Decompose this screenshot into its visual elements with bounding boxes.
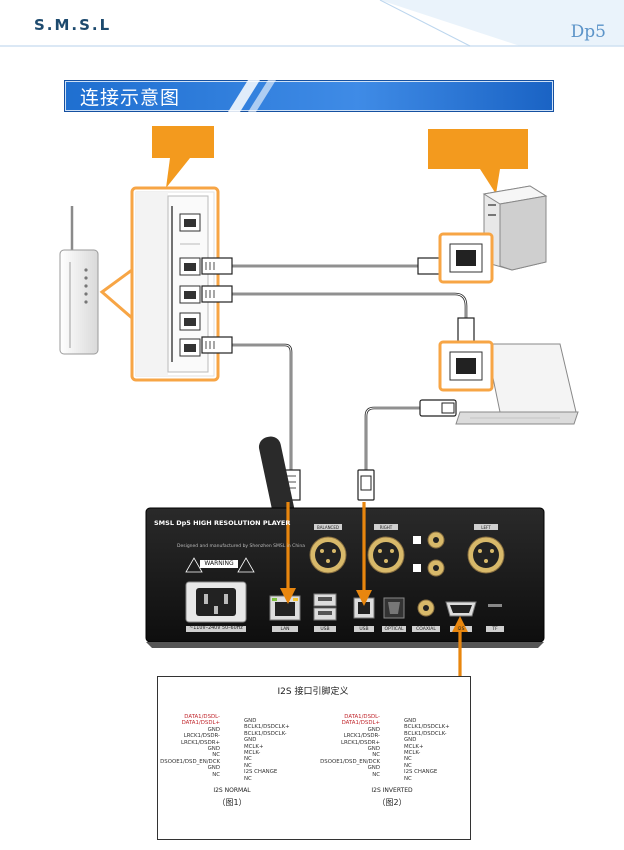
- power-label: ~110V–240V 50–60Hz: [189, 626, 243, 631]
- pin-label: BCLK1/DSDCLK+: [244, 724, 290, 731]
- pin-label: LRCK1/DSDR+: [340, 739, 380, 746]
- pin-label: DATA1/DSDL-: [344, 714, 380, 720]
- tf-port-label: TF: [492, 627, 498, 632]
- pin-label: NC: [244, 775, 252, 782]
- right-label: RIGHT: [379, 525, 393, 530]
- pin-label: NC: [372, 771, 380, 778]
- pin-label: NC: [404, 775, 412, 782]
- pin-label: GND: [207, 746, 220, 753]
- pin-label: GND: [207, 726, 220, 733]
- normal-left-pins: DATA1/DSDL- DATA1/DSDL+ GND LRCK1/DSDR- …: [150, 714, 220, 778]
- section-title: 连接示意图: [80, 87, 181, 109]
- dp5-rear-panel: [145, 507, 545, 648]
- pin-label: MCLK+: [404, 743, 424, 750]
- pin-label: DSOOE1/DSD_EN/DCK: [320, 758, 380, 765]
- computer-lan-port-detail: [438, 232, 494, 284]
- pin-label: DATA1/DSDL-: [184, 714, 220, 720]
- section-title-bar: [64, 80, 554, 112]
- normal-right-pins: GND BCLK1/DSDCLK+ BCLK1/DSDCLK- GND MCLK…: [244, 718, 314, 782]
- optical-port-label: OPTICAL: [384, 627, 404, 632]
- header-bar: [0, 0, 624, 60]
- laptop-icon: [455, 343, 579, 425]
- pin-label: GND: [404, 718, 417, 724]
- pin-label: NC: [372, 752, 380, 759]
- router-callout: [152, 126, 214, 188]
- i2s-port-label: I2S: [457, 627, 465, 632]
- pin-label: DSOOE1/DSD_EN/DCK: [160, 758, 220, 765]
- pin-label: NC: [212, 752, 220, 759]
- pin-label: I2S CHANGE: [244, 769, 278, 776]
- pin-label: GND: [404, 737, 417, 744]
- pin-label: GND: [244, 737, 257, 744]
- router-ports-detail: [99, 186, 220, 382]
- pin-label: NC: [212, 771, 220, 778]
- pin-label: I2S CHANGE: [404, 769, 438, 776]
- pin-label: LRCK1/DSDR-: [183, 733, 220, 740]
- figure-1-label: （图1）: [217, 798, 247, 807]
- computer-callout: [428, 129, 528, 194]
- pin-label: GND: [207, 765, 220, 772]
- wifi-antenna-icon: [258, 436, 296, 526]
- pin-label: DATA1/DSDL+: [341, 720, 380, 727]
- pin-label: BCLK1/DSDCLK+: [404, 724, 450, 731]
- pin-label: GND: [244, 718, 257, 724]
- model-name: Dp5: [570, 22, 606, 42]
- laptop-lan-port-detail: [438, 340, 494, 392]
- normal-caption: I2S NORMAL: [213, 787, 251, 794]
- inverted-caption: I2S INVERTED: [371, 787, 413, 794]
- usb-b-port-label: USB: [359, 627, 369, 632]
- pin-label: BCLK1/DSDCLK-: [404, 730, 447, 737]
- usb-b-plug-icon: [357, 469, 375, 501]
- balanced-label: BALANCED: [317, 525, 339, 530]
- brand-logo: S.M.S.L: [34, 16, 112, 34]
- device-made-by: Designed and manufactured by Shenzhen SM…: [177, 544, 306, 549]
- usb-a-plug-icon: [419, 399, 457, 417]
- pin-label: MCLK+: [244, 743, 264, 750]
- inverted-left-pins: DATA1/DSDL- DATA1/DSDL+ GND LRCK1/DSDR- …: [310, 714, 380, 778]
- pin-label: BCLK1/DSDCLK-: [244, 730, 287, 737]
- device-panel-title: SMSL Dp5 HIGH RESOLUTION PLAYER: [154, 519, 291, 527]
- device-warning-label: WARNING: [204, 560, 234, 567]
- pin-label: DATA1/DSDL+: [181, 720, 220, 727]
- coaxial-port-label: COAXIAL: [416, 627, 436, 632]
- header-decoration: [0, 0, 624, 47]
- pinout-title: I2S 接口引脚定义: [277, 687, 349, 697]
- pin-label: LRCK1/DSDR-: [343, 733, 380, 740]
- section-stripe-decoration: [228, 80, 276, 112]
- figure-2-label: （图2）: [377, 798, 407, 807]
- pin-label: MCLK-: [404, 750, 421, 757]
- pin-label: NC: [244, 762, 252, 769]
- pin-label: NC: [244, 756, 252, 763]
- desktop-computer-icon: [482, 185, 548, 271]
- i2s-pinout-panel: [157, 676, 471, 840]
- left-label: LEFT: [481, 525, 491, 530]
- usb-a-port-label: USB: [320, 627, 330, 632]
- lan-port-label: LAN: [280, 627, 290, 632]
- inverted-right-pins: GND BCLK1/DSDCLK+ BCLK1/DSDCLK- GND MCLK…: [404, 718, 466, 782]
- pin-label: LRCK1/DSDR+: [180, 739, 220, 746]
- pin-label: NC: [404, 756, 412, 763]
- pin-label: GND: [367, 726, 380, 733]
- wireless-router-icon: [59, 206, 99, 355]
- pin-label: NC: [404, 762, 412, 769]
- pin-label: MCLK-: [244, 750, 261, 757]
- pin-label: GND: [367, 746, 380, 753]
- pin-label: GND: [367, 765, 380, 772]
